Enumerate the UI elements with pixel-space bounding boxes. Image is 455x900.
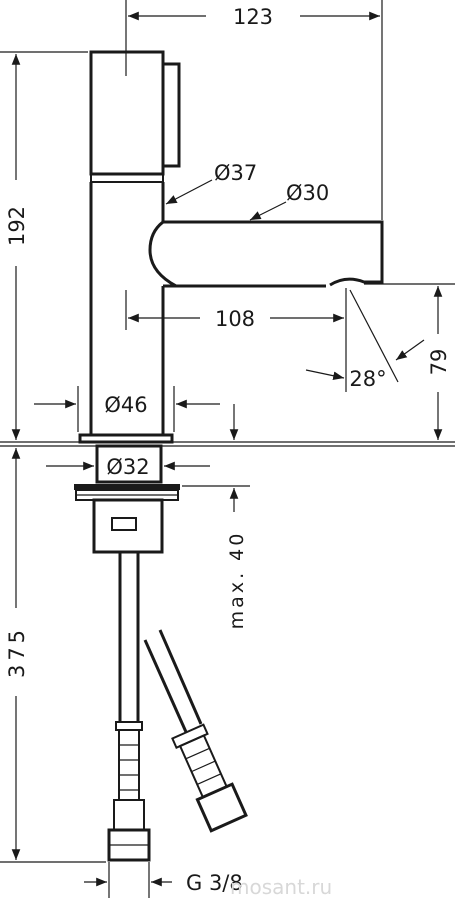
dim-label-width-top: 123 — [233, 5, 273, 29]
dim-label-diameter-spout: Ø30 — [286, 181, 329, 205]
dimension-connection: G 3/8 — [84, 862, 243, 898]
faucet-body — [78, 50, 181, 444]
dimension-diameter-shank: Ø32 — [46, 455, 210, 479]
dim-label-spout-height: 79 — [427, 349, 451, 376]
dim-label-height-lower: 375 — [5, 626, 29, 678]
dimension-spout-reach: 108 — [125, 288, 347, 392]
shank-and-fixing — [74, 444, 180, 554]
dim-label-connection: G 3/8 — [186, 871, 243, 895]
dimension-max-thickness: max. 40 — [182, 485, 250, 630]
dimension-diameter-body: Ø37 — [165, 161, 257, 205]
dimension-height-upper: 192 — [0, 51, 88, 440]
dim-label-diameter-base: Ø46 — [104, 393, 147, 417]
dimension-diameter-spout: Ø30 — [249, 181, 329, 221]
dimension-spout-height: 79 — [364, 283, 455, 440]
supply-hose-straight — [107, 552, 151, 862]
dimension-width-top: 123 — [125, 0, 383, 220]
dim-label-spout-reach: 108 — [215, 307, 255, 331]
dimension-spout-angle: 28° — [305, 289, 425, 391]
supply-hose-angled — [143, 629, 248, 833]
dimension-height-lower: 375 — [0, 448, 106, 863]
dim-label-max-thickness: max. 40 — [226, 531, 248, 630]
dim-label-diameter-shank: Ø32 — [106, 455, 149, 479]
dimension-diameter-base: Ø46 — [34, 386, 239, 440]
dim-label-diameter-body: Ø37 — [214, 161, 257, 185]
faucet-spout — [148, 220, 384, 288]
watermark-text: mosant.ru — [230, 875, 332, 899]
dim-label-height-upper: 192 — [5, 206, 29, 246]
dim-label-spout-angle: 28° — [349, 367, 386, 391]
